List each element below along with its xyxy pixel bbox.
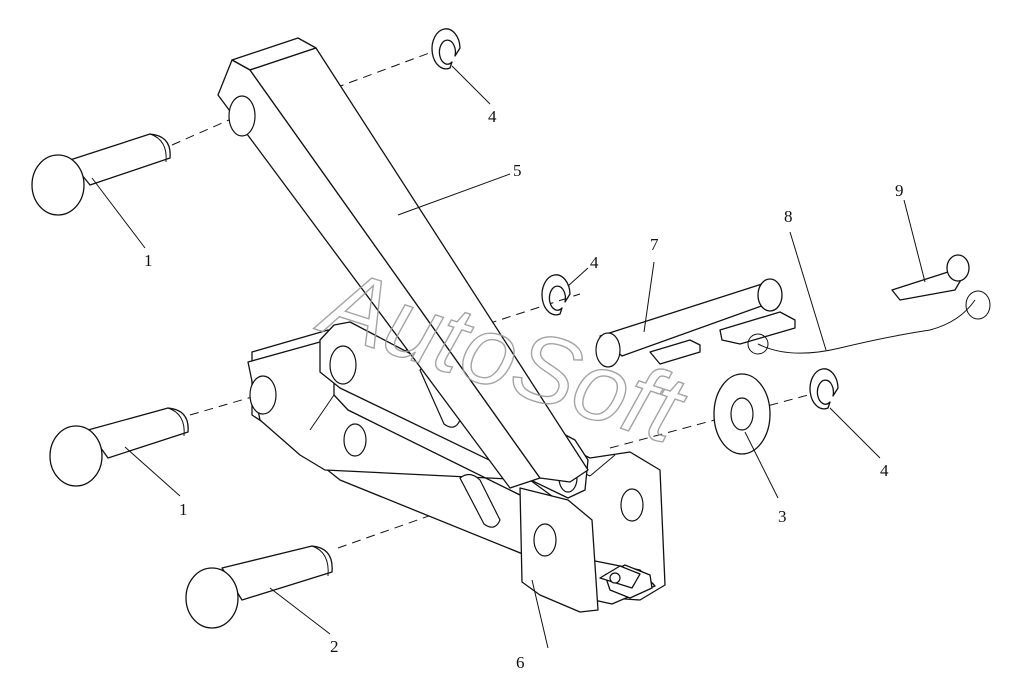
leader-4c [829,407,881,459]
leader-2 [269,587,331,635]
pin-1-lower-shank [87,407,189,459]
axis-pin-1-top [171,115,239,146]
arm-side-face [249,47,589,483]
leader-7 [643,261,655,333]
leader-3 [744,431,779,499]
shaft-end-right [757,278,783,312]
leader-1b [124,446,181,497]
latch-pin-hole [609,572,621,584]
callout-5: 5 [513,161,522,180]
leader-4b [567,267,589,287]
clip-pin-ring [965,290,991,320]
clip-pin-body [891,271,963,301]
pin-1-lower [49,407,189,487]
leader-4a [451,65,491,105]
ring-middle-shape [541,274,571,316]
ring-right-shape [809,368,839,410]
shaft-end-left [595,332,621,368]
retaining-ring-right [809,368,839,410]
pin-1-top-head [31,154,85,216]
callout-2: 2 [330,637,339,656]
washer [713,373,771,455]
shaft-tab-eyelet [747,333,769,355]
pin-1-lower-head [49,425,103,487]
pin-1-top-groove [149,133,167,163]
leader-9 [903,199,926,283]
axis-ring-4-top [334,51,433,89]
leader-1a [91,177,146,249]
arm-lever [217,37,589,489]
arm-pivot-hole [228,95,256,137]
callout-7: 7 [650,235,659,254]
ring-top-shape [431,28,461,70]
pin-2-shank [221,545,333,601]
bracket-slot [459,473,501,528]
shaft-tab-left [649,339,701,365]
retaining-ring-middle [541,274,571,316]
retaining-ring-top [431,28,461,70]
pin-1-top [31,133,171,216]
callout-1-lower: 1 [179,500,188,519]
bracket-hole-left [249,375,277,415]
callout-3: 3 [778,507,787,526]
upright-hole-left [329,345,357,385]
leader-lines [91,65,926,649]
callout-8: 8 [784,207,793,226]
pin-1-lower-groove [167,407,185,437]
clip-pin [891,254,991,320]
clevis-plate-outline [519,487,599,613]
callout-4-top: 4 [488,107,497,126]
clevis-plate-hole [533,523,557,557]
pin-2 [185,545,333,629]
axis-washer-ring-right [609,393,813,449]
shaft-with-tabs [595,278,796,368]
bracket-hole-mid [343,423,367,457]
callout-4-middle: 4 [590,253,599,272]
callout-1-top: 1 [144,251,153,270]
shaft-tab-right [719,311,796,345]
leader-5 [397,173,511,216]
clip-pin-head [946,254,970,282]
callout-9: 9 [895,181,904,200]
callout-numbers: 1 1 2 3 4 4 4 5 6 7 8 9 [144,107,904,672]
leader-6 [531,579,549,649]
arm-front-face [217,59,541,489]
callout-4-right: 4 [880,461,889,480]
pin-2-head [185,567,239,629]
leader-8 [789,231,827,351]
front-clevis-plate [519,487,641,613]
bracket-hole-right [620,488,644,522]
retaining-cable [757,299,976,354]
pin-1-top-shank [69,133,171,186]
washer-inner [730,397,754,431]
callout-6: 6 [516,653,525,672]
pin-2-groove [311,545,329,577]
